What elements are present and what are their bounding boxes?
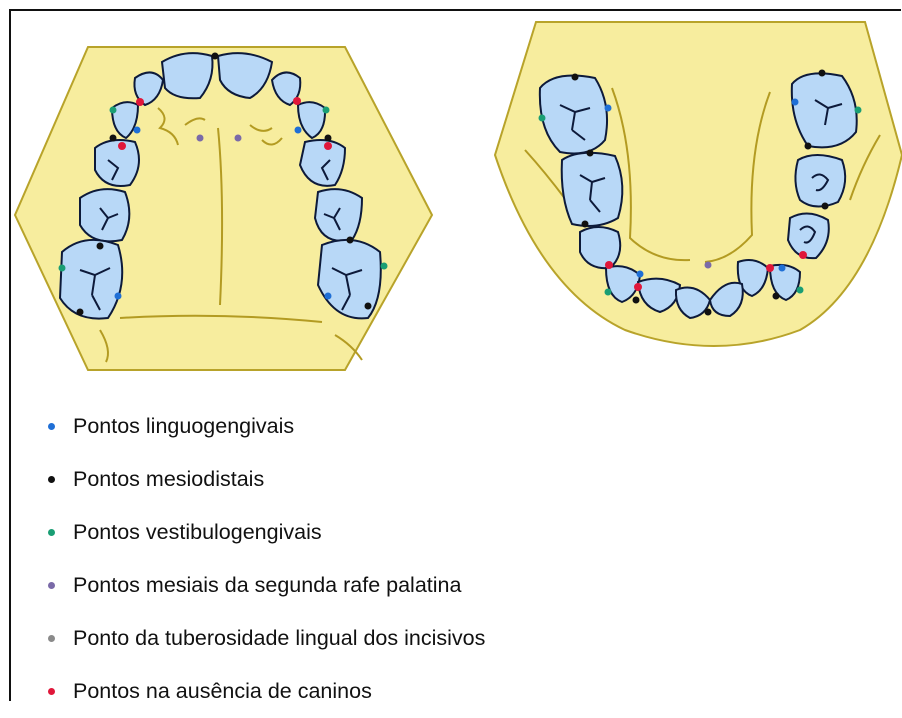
legend-item: Pontos na ausência de caninos [48,665,485,718]
upper-premolar2-right [315,189,362,241]
legend-label: Pontos linguogengivais [73,414,294,439]
lower-molar1-right [792,73,857,147]
lower-premolar-left [580,227,620,268]
bullet-icon [48,635,55,642]
upper-molar-left [60,240,122,319]
upper-arch [15,47,432,370]
legend-label: Pontos na ausência de caninos [73,679,372,704]
lower-premolar-right [788,213,829,258]
upper-palate-outline [15,47,432,370]
bullet-icon [48,582,55,589]
legend-label: Ponto da tuberosidade lingual dos incisi… [73,626,485,651]
bullet-icon [48,423,55,430]
legend-item: Pontos mesiais da segunda rafe palatina [48,559,485,612]
legend-label: Pontos vestibulogengivais [73,520,322,545]
bullet-icon [48,476,55,483]
legend: Pontos linguogengivais Pontos mesiodista… [48,400,485,718]
bullet-icon [48,529,55,536]
legend-item: Ponto da tuberosidade lingual dos incisi… [48,612,485,665]
legend-label: Pontos mesiodistais [73,467,264,492]
legend-item: Pontos linguogengivais [48,400,485,453]
dental-arches-diagram [0,0,902,400]
upper-incisor-left [162,53,213,98]
upper-premolar1-left [95,140,139,186]
legend-item: Pontos vestibulogengivais [48,506,485,559]
lower-arch [495,22,902,346]
lower-molar2-right [795,155,845,207]
legend-label: Pontos mesiais da segunda rafe palatina [73,573,461,598]
legend-item: Pontos mesiodistais [48,453,485,506]
bullet-icon [48,688,55,695]
